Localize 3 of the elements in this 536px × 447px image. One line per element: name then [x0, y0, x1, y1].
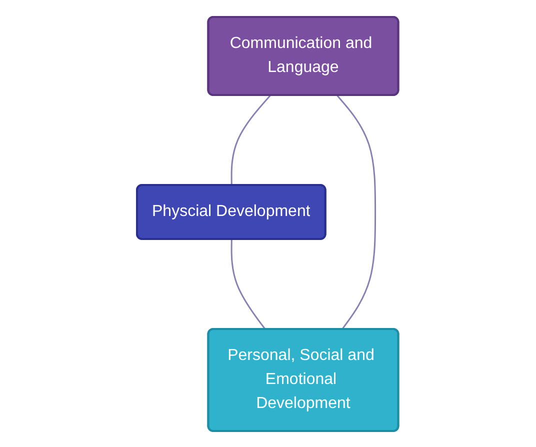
connector: [337, 94, 376, 330]
connector: [231, 94, 272, 185]
connector: [231, 238, 266, 330]
